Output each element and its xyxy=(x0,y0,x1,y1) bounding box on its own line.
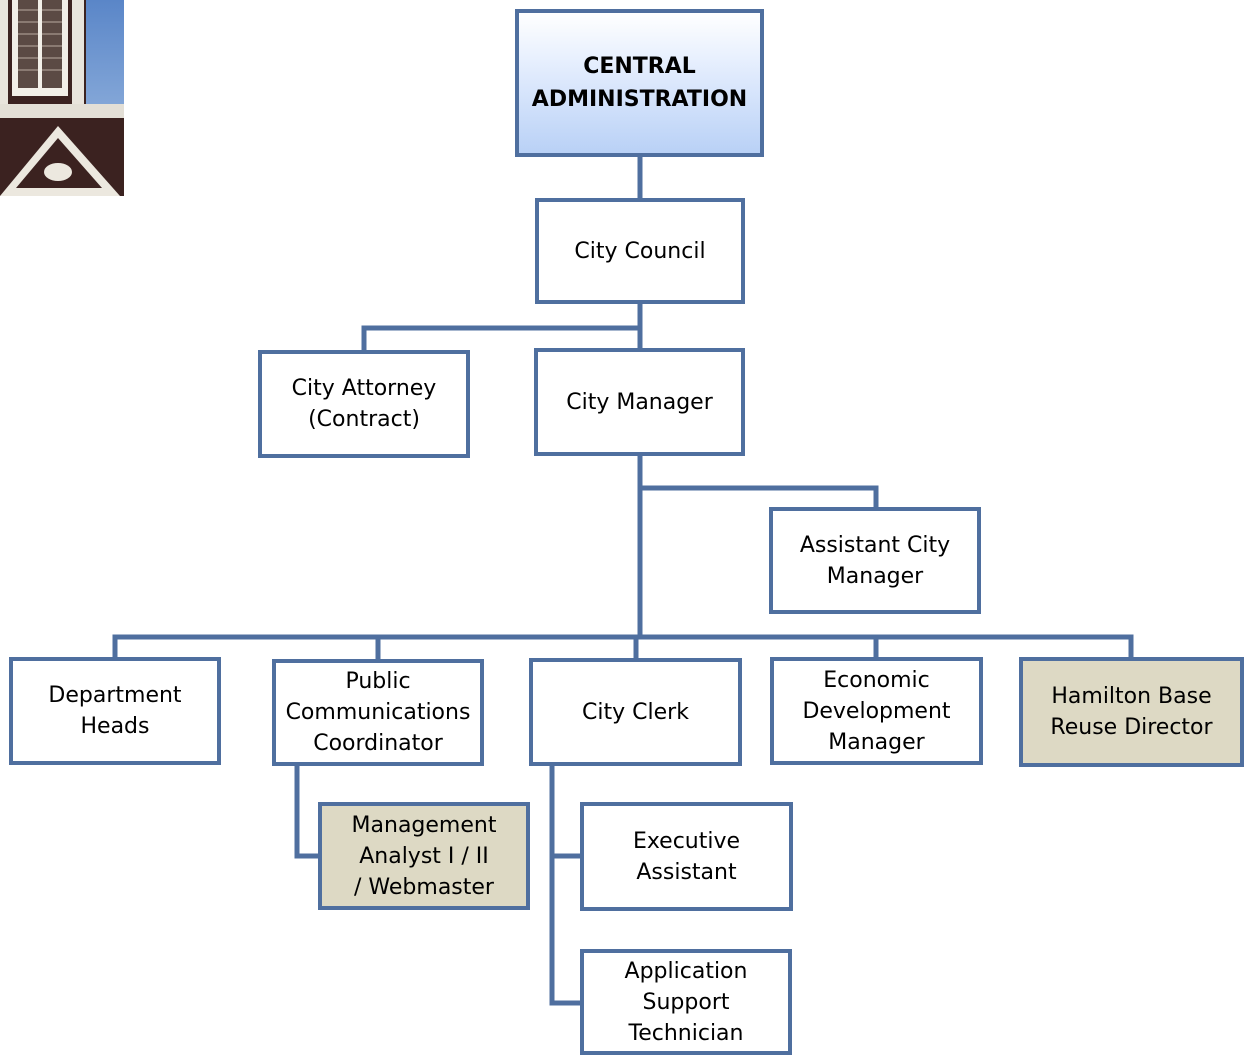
central-administration-box: CENTRAL ADMINISTRATION xyxy=(515,9,764,157)
city-attorney-label: City Attorney (Contract) xyxy=(291,376,437,432)
city-clerk-box: City Clerk xyxy=(529,658,742,766)
assistant-city-manager-label: Assistant City Manager xyxy=(799,532,951,589)
economic-development-manager-label: Economic Development Manager xyxy=(802,667,951,755)
economic-development-manager-box: Economic Development Manager xyxy=(770,657,983,765)
management-analyst-box: Management Analyst I / II / Webmaster xyxy=(318,802,530,910)
city-clerk-label: City Clerk xyxy=(582,699,689,725)
city-council-box: City Council xyxy=(535,198,745,304)
management-analyst-label: Management Analyst I / II / Webmaster xyxy=(351,812,497,900)
hamilton-base-reuse-director-label: Hamilton Base Reuse Director xyxy=(1050,684,1213,740)
city-attorney-box: City Attorney (Contract) xyxy=(258,350,470,458)
city-hall-photo xyxy=(0,0,124,204)
department-heads-label: Department Heads xyxy=(48,683,182,739)
assistant-city-manager-box: Assistant City Manager xyxy=(769,507,981,614)
city-council-label: City Council xyxy=(574,238,706,264)
central-administration-label: CENTRAL ADMINISTRATION xyxy=(531,54,748,112)
hamilton-base-reuse-director-box: Hamilton Base Reuse Director xyxy=(1019,657,1244,767)
city-manager-label: City Manager xyxy=(566,389,713,415)
executive-assistant-box: Executive Assistant xyxy=(580,802,793,911)
city-manager-box: City Manager xyxy=(534,348,745,456)
application-support-technician-box: Application Support Technician xyxy=(580,949,792,1055)
executive-assistant-label: Executive Assistant xyxy=(632,828,741,885)
application-support-technician-label: Application Support Technician xyxy=(624,958,748,1046)
public-communications-coordinator-label: Public Communications Coordinator xyxy=(285,669,471,756)
public-communications-coordinator-box: Public Communications Coordinator xyxy=(272,659,484,766)
department-heads-box: Department Heads xyxy=(9,657,221,765)
